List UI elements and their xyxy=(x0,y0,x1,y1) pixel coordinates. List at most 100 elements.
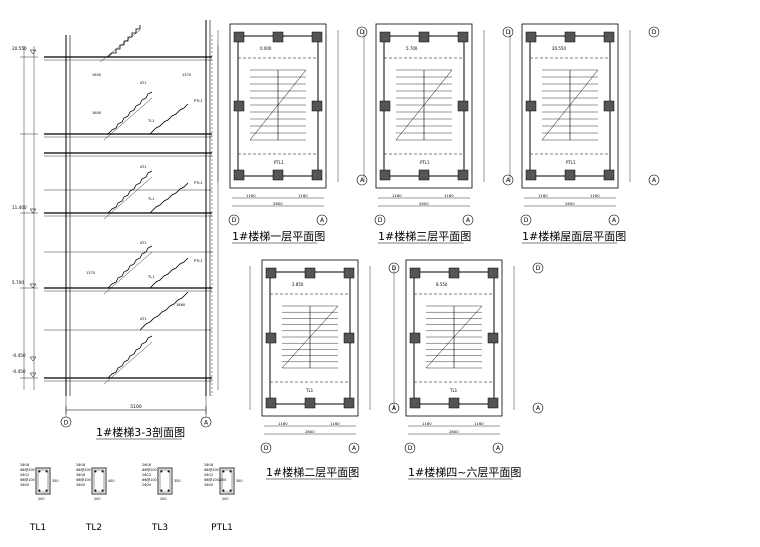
plan-beam-label: PTL1 xyxy=(566,160,576,165)
beam-label: TL3 xyxy=(151,523,168,533)
column xyxy=(564,169,576,181)
stair-label: AT1 xyxy=(140,317,147,321)
axis-label: D xyxy=(264,445,269,452)
rebar-spec: Φ8@200 xyxy=(20,468,35,472)
beam-width: 200 xyxy=(38,497,44,501)
plan-beam-label: PTL1 xyxy=(274,160,284,165)
rebar-spec: Φ8@200 xyxy=(204,468,219,472)
beam-label: TL2 xyxy=(85,523,102,533)
section-width-dim: 5100 xyxy=(130,404,142,410)
column xyxy=(457,169,469,181)
column xyxy=(525,31,537,43)
beam-width: 200 xyxy=(94,497,100,501)
column xyxy=(379,31,391,43)
plan-elevation: 8.550 xyxy=(436,282,448,287)
plan-beam-label: PTL1 xyxy=(420,160,430,165)
plan-elevation: 20.550 xyxy=(552,46,566,51)
axis-label: A xyxy=(352,445,357,452)
column xyxy=(525,169,537,181)
beam-label: TL1 xyxy=(147,197,154,201)
plan-title: 1#楼梯一层平面图 xyxy=(232,229,325,243)
axis-label: A xyxy=(392,405,397,412)
column xyxy=(457,31,469,43)
stair-label: AT1 xyxy=(140,165,147,169)
beam-height: 300 xyxy=(236,479,242,483)
axis-label: A xyxy=(506,177,511,184)
rebar-spec: 2Φ20 xyxy=(142,483,151,487)
axis-label: A xyxy=(652,177,657,184)
stair-label: AT1 xyxy=(140,81,147,85)
column xyxy=(525,100,537,112)
plan-dim: 1160 xyxy=(538,193,548,198)
rebar-spec: Φ8@100/200 xyxy=(204,478,226,482)
axis-label: D xyxy=(360,29,365,36)
column xyxy=(311,100,323,112)
column xyxy=(311,31,323,43)
column xyxy=(448,267,460,279)
plan-elevation: 5.700 xyxy=(406,46,418,51)
elevation-label: 5.700 xyxy=(12,280,24,285)
plan-dim: 1160 xyxy=(444,193,454,198)
dim-label: 1600 xyxy=(92,111,102,115)
plan-dim: 2600 xyxy=(449,429,459,434)
plan-title: 1#楼梯二层平面图 xyxy=(266,465,359,479)
stair-label: AT1 xyxy=(140,241,147,245)
axis-label: D xyxy=(506,29,511,36)
axis-label: D xyxy=(652,29,657,36)
column xyxy=(603,31,615,43)
column xyxy=(418,31,430,43)
axis-label: A xyxy=(360,177,365,184)
plan-title: 1#楼梯屋面层平面图 xyxy=(522,229,626,243)
dim-label: 1600 xyxy=(92,73,102,77)
rebar-spec: Φ8@100 xyxy=(20,478,35,482)
plan-dim: 1160 xyxy=(330,421,340,426)
plan-beam-label: TL1 xyxy=(449,388,458,393)
beam-width: 200 xyxy=(160,497,166,501)
plan-dim: 1160 xyxy=(422,421,432,426)
column xyxy=(487,332,499,344)
plan-beam-label: TL1 xyxy=(305,388,314,393)
beam-width: 200 xyxy=(222,497,228,501)
axis-label: D xyxy=(536,265,541,272)
column xyxy=(409,332,421,344)
axis-label: D xyxy=(378,217,383,224)
plan-title: 1#楼梯四~六层平面图 xyxy=(408,465,521,479)
plan-title: 1#楼梯三层平面图 xyxy=(378,229,471,243)
column xyxy=(343,267,355,279)
column xyxy=(233,169,245,181)
plan-elevation: 0.000 xyxy=(260,46,272,51)
column xyxy=(272,169,284,181)
beam-height: 400 xyxy=(108,479,114,483)
column xyxy=(233,100,245,112)
plan-dim: 1160 xyxy=(298,193,308,198)
rebar-spec: 2Φ20 xyxy=(76,483,85,487)
rebar-spec: Φ8@100 xyxy=(142,478,157,482)
rebar-spec: 2Φ12 xyxy=(142,473,151,477)
column xyxy=(409,267,421,279)
column xyxy=(379,100,391,112)
rebar-spec: 2Φ16 xyxy=(142,463,151,467)
axis-label: A xyxy=(466,217,471,224)
plan-dim: 2600 xyxy=(419,201,429,206)
column xyxy=(409,397,421,409)
axis-label: A xyxy=(204,420,209,427)
axis-label: D xyxy=(408,445,413,452)
column xyxy=(379,169,391,181)
elevation-label: -0.450 xyxy=(12,353,26,358)
axis-label: D xyxy=(64,420,69,427)
rebar-spec: Φ8@200 xyxy=(142,468,157,472)
axis-label: D xyxy=(524,217,529,224)
plan-dim: 2600 xyxy=(273,201,283,206)
column xyxy=(418,169,430,181)
elevation-label: 11.400 xyxy=(12,205,27,210)
dim-label: 1860 xyxy=(176,303,186,307)
